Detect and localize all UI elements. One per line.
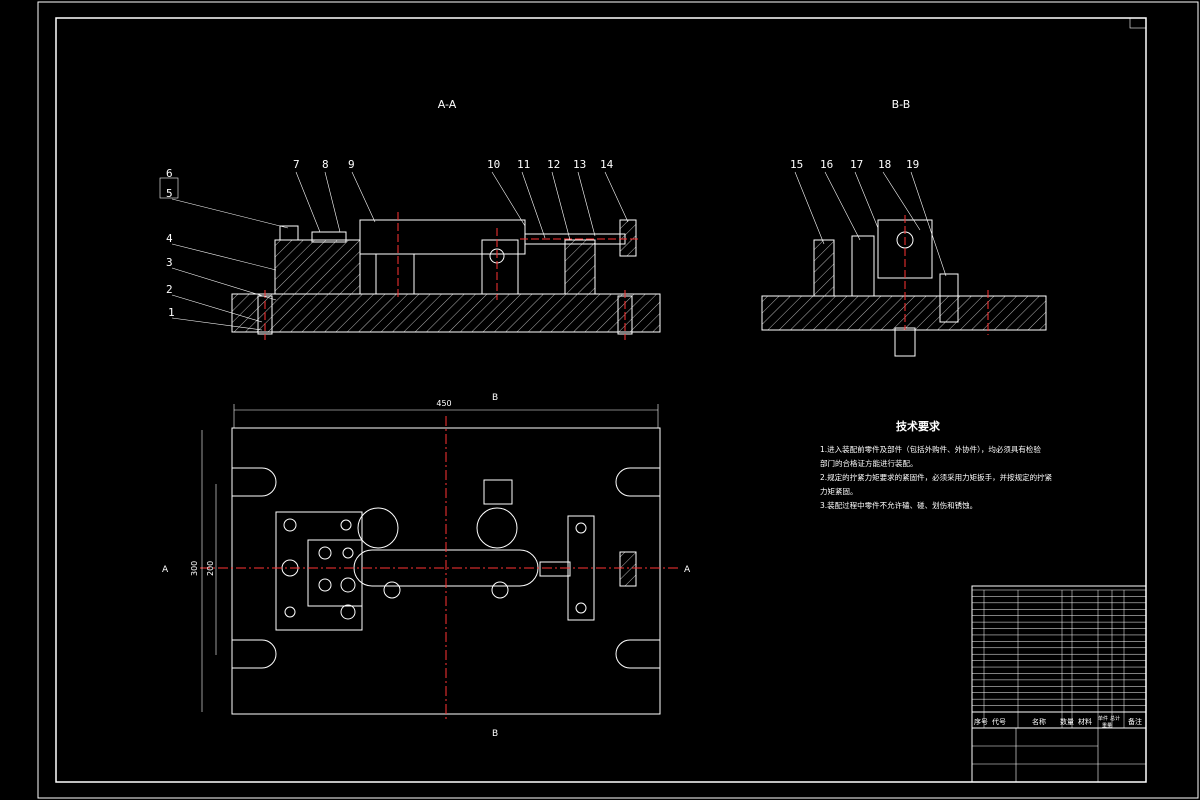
bom-header-material: 材料: [1078, 717, 1092, 726]
plan-view: A A B B 450 300 200: [162, 393, 691, 739]
screw-support: [564, 239, 596, 295]
corner-stamp: [1129, 17, 1147, 29]
tech-title: 技术要求: [896, 419, 941, 433]
title-block: 序号 代号 名称 数量 材料 单件 总计 重量 备注: [971, 585, 1147, 783]
balloon-16: 16: [820, 158, 833, 171]
handwheel: [619, 219, 637, 257]
balloon-5: 5: [166, 187, 173, 200]
balloon-13: 13: [573, 158, 586, 171]
outer-border: [37, 1, 1199, 799]
section-view-bb: B-B 15 16 17 18 19: [761, 98, 1047, 357]
balloon-11: 11: [517, 158, 530, 171]
plan-left-block: [275, 511, 363, 631]
bom-header-qty: 数量: [1060, 717, 1074, 726]
tech-line-3: 2.规定的拧紧力矩要求的紧固件，必须采用力矩扳手，并按规定的拧紧: [820, 472, 1053, 482]
dim-height-outer: 300: [190, 561, 199, 576]
section-mark-b-top: B: [492, 393, 498, 403]
clamp-arm: [359, 219, 526, 255]
inner-frame: [55, 17, 1147, 783]
bb-base-plate: [761, 295, 1047, 331]
base-plate: [231, 293, 661, 333]
balloon-4: 4: [166, 232, 173, 245]
balloon-7: 7: [293, 158, 300, 171]
balloon-12: 12: [547, 158, 560, 171]
balloon-14: 14: [600, 158, 614, 171]
view-title-aa: A-A: [438, 98, 457, 111]
section-mark-a-right: A: [684, 565, 691, 575]
dim-length: 450: [436, 399, 451, 408]
balloon-9: 9: [348, 158, 355, 171]
balloon-19: 19: [906, 158, 919, 171]
bom-header-weight: 重量: [1102, 722, 1112, 729]
balloon-2: 2: [166, 283, 173, 296]
bom-header-remark: 备注: [1128, 717, 1142, 726]
balloon-15: 15: [790, 158, 803, 171]
section-view-aa: A-A 1 2 3 4: [159, 98, 661, 340]
tech-line-4: 力矩紧固。: [820, 486, 858, 496]
balloons-bb: 15 16 17 18 19: [790, 158, 947, 277]
left-block: [274, 239, 361, 295]
tech-line-1: 1.进入装配前零件及部件（包括外购件、外协件），均必须具有检验: [820, 444, 1041, 454]
bom-header-unit: 单件: [1098, 715, 1108, 722]
balloon-10: 10: [487, 158, 500, 171]
balloons-aa: 1 2 3 4 5 6 7 8 9 10 11 12 13 1: [159, 158, 629, 331]
view-title-bb: B-B: [892, 98, 911, 111]
bom-header-total: 总计: [1110, 715, 1120, 722]
balloon-17: 17: [850, 158, 863, 171]
tech-line-2: 部门的合格证方能进行装配。: [820, 458, 918, 468]
bom-header-no: 序号: [974, 717, 988, 726]
balloon-1: 1: [168, 306, 175, 319]
bom-header-name: 名称: [1032, 717, 1046, 726]
balloon-3: 3: [166, 256, 173, 269]
section-mark-a-left: A: [162, 565, 169, 575]
plan-clamp-arm: [353, 549, 539, 587]
dim-height-inner: 200: [206, 561, 215, 576]
section-mark-b-bottom: B: [492, 729, 498, 739]
balloon-18: 18: [878, 158, 891, 171]
bom-frame: [971, 585, 1147, 783]
tech-line-5: 3.装配过程中零件不允许磕、碰、划伤和锈蚀。: [820, 500, 977, 510]
balloon-6: 6: [166, 167, 173, 180]
balloon-8: 8: [322, 158, 329, 171]
tech-requirements: 技术要求 1.进入装配前零件及部件（包括外购件、外协件），均必须具有检验 部门的…: [820, 419, 1053, 510]
bom-header-code: 代号: [992, 717, 1006, 726]
